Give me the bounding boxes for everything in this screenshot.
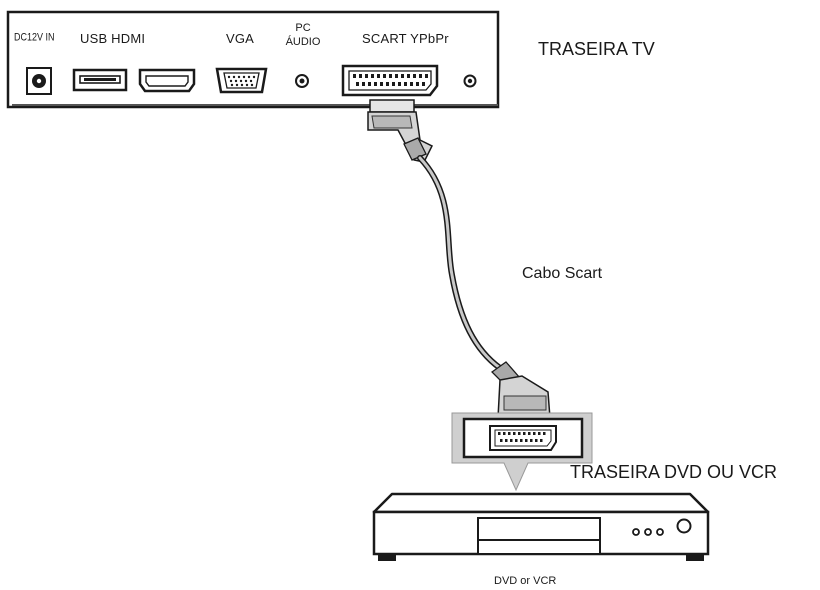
pc-audio-jack-icon [295,74,309,88]
cable-label: Cabo Scart [522,265,603,282]
device-label: DVD or VCR [494,575,557,587]
dc-in-label: DC12V IN [14,30,55,43]
device-back-title: TRASEIRA DVD OU VCR [570,462,778,482]
scart-plug-bottom-icon [490,361,551,419]
hdmi-port-icon [138,68,196,93]
scart-port-icon [341,64,439,97]
scart-ypbpr-label: SCART YPbPr [362,31,449,46]
dvd-scart-callout [451,412,593,492]
usb-hdmi-label: USB HDMI [80,31,146,46]
ypbpr-jack-icon [463,74,477,88]
dc-in-port-icon [26,67,52,95]
dvd-vcr-device-icon [372,492,710,561]
pc-label: PC [295,22,311,34]
scart-plug-top-icon [367,99,434,163]
tv-back-title: TRASEIRA TV [538,39,655,59]
vga-label: VGA [226,31,255,46]
vga-port-icon [215,67,268,94]
scart-cable [417,155,503,371]
usb-port-icon [72,68,128,92]
audio-label: ÁUDIO [285,36,321,48]
